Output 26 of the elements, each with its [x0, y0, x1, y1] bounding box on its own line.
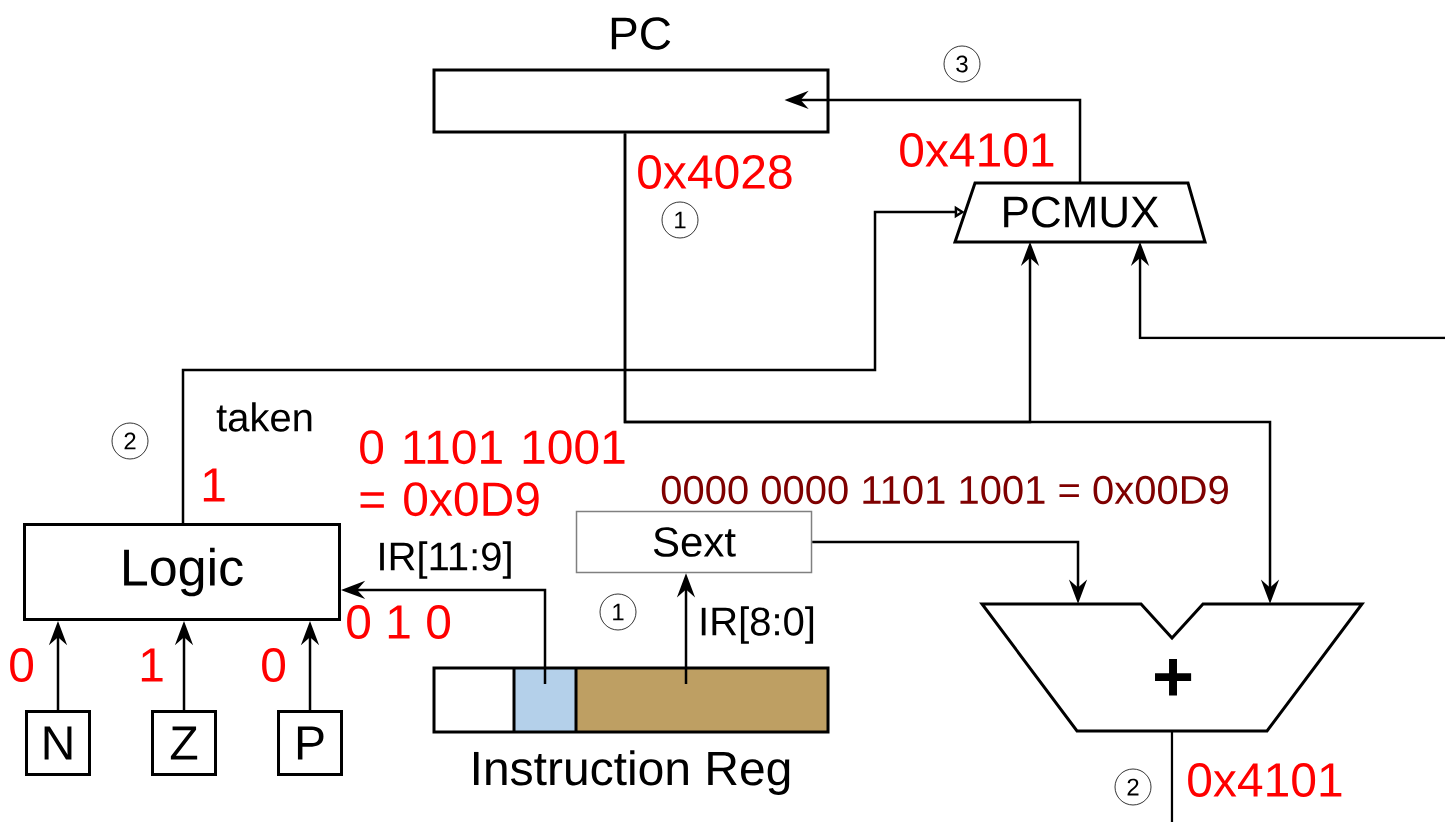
value-label: 0x4101 [900, 133, 1054, 167]
node-label: PC [611, 17, 671, 50]
value-label: 0x4101 [1188, 763, 1342, 797]
instruction-register: Instruction Reg [432, 666, 830, 795]
flag-box: P [277, 710, 343, 776]
step-number: 1 [661, 201, 699, 239]
value-label: 0 [262, 648, 286, 682]
value-label: 1 [203, 468, 225, 502]
value-label: 0 [10, 648, 34, 682]
node-label: Instruction Reg [474, 750, 790, 795]
step-number: 2 [1114, 768, 1152, 806]
register-box: PC [432, 17, 830, 134]
value-label: 0 1 0 [347, 605, 451, 639]
step-number: 1 [599, 593, 637, 631]
step-number: 2 [111, 422, 149, 460]
value-label: 0x4028 [638, 155, 792, 189]
signal-label: IR[11:9] [375, 540, 515, 580]
value-label: 0000 0000 1101 1001 = 0x00D9 [661, 475, 1228, 505]
logic-box: Logic [23, 523, 341, 621]
flag-box: Z [151, 710, 217, 776]
sext-box: Sext [575, 510, 813, 574]
step-number: 3 [943, 45, 981, 83]
flag-box: N [25, 710, 91, 776]
signal-label: taken [215, 401, 315, 433]
value-label: 1 [141, 648, 163, 682]
signal-label: IR[8:0] [697, 605, 817, 645]
